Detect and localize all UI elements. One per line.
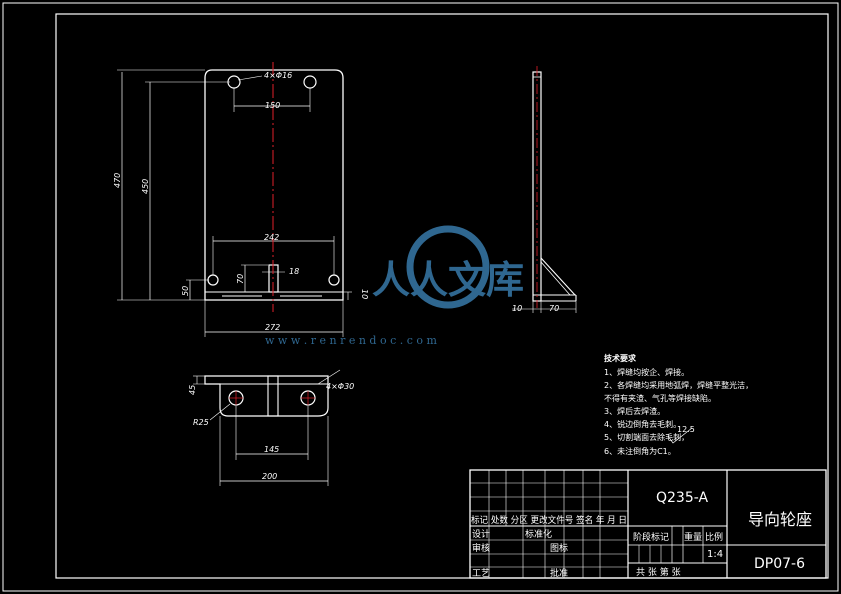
weight-header: 重量 bbox=[684, 531, 702, 543]
tech-notes-title: 技术要求 bbox=[604, 353, 637, 363]
label-craft: 工艺 bbox=[472, 568, 490, 579]
watermark: 人人文库 w w w . r e n r e n d o c . c o m bbox=[265, 225, 524, 347]
top-view bbox=[193, 369, 341, 486]
inner-frame bbox=[55, 13, 829, 579]
roughness-value: 12.5 bbox=[677, 425, 695, 434]
tech-note: 4、锐边倒角去毛刺。 bbox=[604, 419, 681, 429]
drawing-number: DP07-6 bbox=[754, 556, 805, 572]
label-chart: 图标 bbox=[550, 542, 568, 554]
top-base-outline bbox=[204, 375, 329, 417]
dim-width-inner: 242 bbox=[264, 233, 279, 242]
dim-top-width: 200 bbox=[262, 472, 277, 481]
dim-top-holes: 4×Φ30 bbox=[326, 382, 354, 391]
dim-top-hole-spacing: 145 bbox=[264, 445, 279, 454]
scale-value: 1:4 bbox=[707, 549, 723, 560]
tech-notes: 技术要求 1、焊缝均按企、焊接。 2、各焊缝均采用地弧焊，焊缝平整光洁， 不得有… bbox=[604, 353, 753, 456]
side-rib bbox=[540, 257, 576, 296]
dim-top-flange: 45 bbox=[188, 385, 197, 395]
dim-rib-height: 70 bbox=[236, 274, 245, 284]
dim-rib-thickness: 18 bbox=[289, 267, 299, 276]
front-view bbox=[117, 69, 352, 337]
tech-note: 5、切割端面去除毛刺， bbox=[604, 432, 689, 442]
tech-note: 6、未注倒角为C1。 bbox=[604, 446, 676, 456]
dim-base-offset: 50 bbox=[181, 286, 190, 296]
label-review: 审核 bbox=[472, 542, 490, 554]
label-approve: 批准 bbox=[550, 567, 568, 579]
label-standard: 标准化 bbox=[525, 528, 552, 540]
dim-overall-height: 470 bbox=[113, 173, 122, 188]
part-name: 导向轮座 bbox=[748, 510, 812, 529]
dim-side-thickness: 10 bbox=[512, 304, 522, 313]
stage-mark-header: 阶段标记 bbox=[633, 531, 669, 543]
tech-note: 1、焊缝均按企、焊接。 bbox=[604, 367, 689, 377]
roughness-symbol-icon bbox=[667, 427, 693, 444]
dim-side-foot: 70 bbox=[549, 304, 559, 313]
tech-note: 2、各焊缝均采用地弧焊，焊缝平整光洁， bbox=[604, 380, 753, 390]
dim-overall-width: 272 bbox=[265, 323, 280, 332]
scale-header: 比例 bbox=[705, 531, 723, 543]
material-label: Q235-A bbox=[656, 490, 708, 506]
watermark-ring-icon bbox=[406, 225, 490, 309]
watermark-url: w w w . r e n r e n d o c . c o m bbox=[265, 334, 437, 347]
hole-top-right bbox=[303, 75, 317, 89]
tech-note: 3、焊后去焊渣。 bbox=[604, 406, 665, 416]
hole-bottom-left bbox=[207, 274, 219, 286]
title-block bbox=[469, 469, 827, 579]
tech-note: 不得有夹渣、气孔等焊接缺陷。 bbox=[604, 393, 716, 403]
dim-top-radius: R25 bbox=[193, 418, 209, 427]
dim-hole-spacing-top: 150 bbox=[265, 101, 280, 110]
dim-hole-height: 450 bbox=[141, 179, 150, 194]
label-design: 设计 bbox=[472, 528, 490, 540]
hole-bottom-right bbox=[328, 274, 340, 286]
dim-holes-top: 4×Φ16 bbox=[264, 71, 292, 80]
revision-headers: 标记 处数 分区 更改文件号 签名 年 月 日 bbox=[471, 514, 627, 526]
watermark-brand: 人人文库 bbox=[372, 257, 524, 302]
sheet-count: 共 张 第 张 bbox=[636, 566, 681, 578]
dim-plate-thickness: 10 bbox=[360, 289, 369, 299]
top-rib bbox=[267, 375, 279, 417]
